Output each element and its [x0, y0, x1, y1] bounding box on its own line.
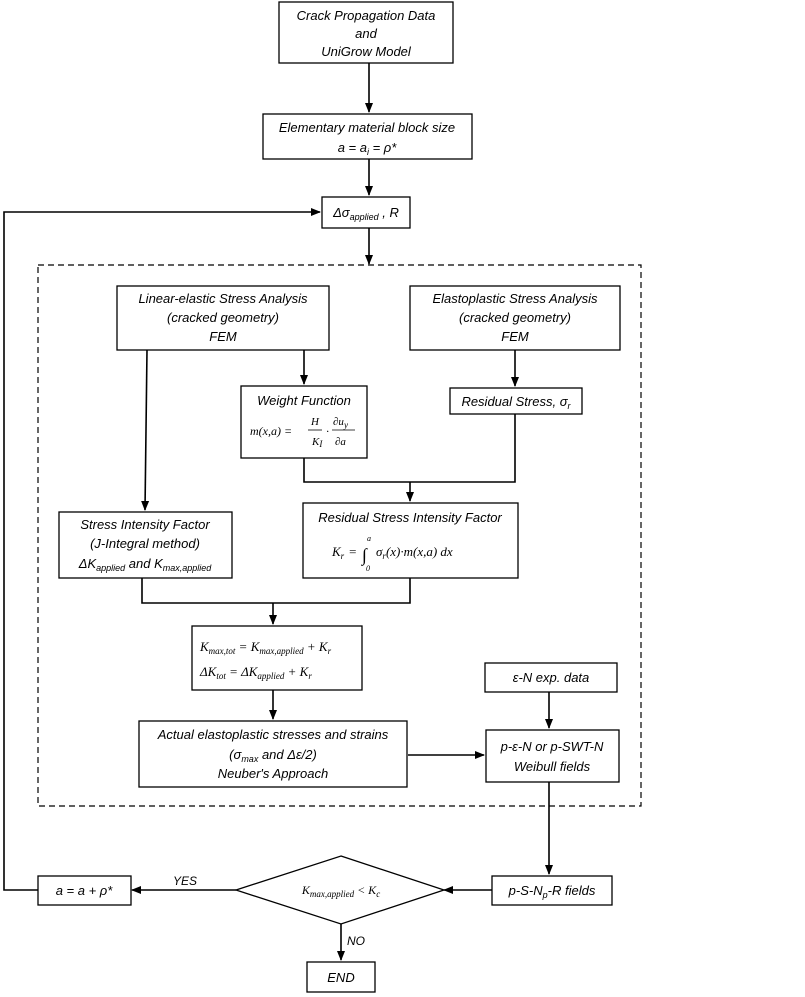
svg-text:∂uy: ∂uy	[333, 416, 348, 430]
edge-update-loop-back	[3, 208, 321, 891]
svg-text:Weight Function: Weight Function	[257, 393, 351, 408]
svg-text:Residual Stress Intensity Fact: Residual Stress Intensity Factor	[318, 510, 502, 525]
svg-text:Weibull fields: Weibull fields	[514, 759, 591, 774]
svg-text:Elementary material block size: Elementary material block size	[279, 120, 455, 135]
node-k-total: Kmax,tot = Kmax,applied + Kr ΔKtot = ΔKa…	[191, 625, 363, 691]
svg-text:Kmax,tot = Kmax,applied + Kr: Kmax,tot = Kmax,applied + Kr	[199, 639, 332, 656]
svg-text:p-ε-N or p-SWT-N: p-ε-N or p-SWT-N	[500, 739, 604, 754]
svg-text:a = a + ρ*: a = a + ρ*	[56, 883, 114, 898]
svg-text:p-S-Np-R fields: p-S-Np-R fields	[508, 883, 596, 900]
svg-text:(cracked geometry): (cracked geometry)	[167, 310, 279, 325]
svg-text:FEM: FEM	[209, 329, 237, 344]
svg-text:(σmax and Δε/2): (σmax and Δε/2)	[229, 747, 317, 764]
svg-text:H: H	[310, 416, 320, 428]
svg-text:Linear-elastic Stress Analysis: Linear-elastic Stress Analysis	[138, 291, 308, 306]
edge-residual-to-join	[410, 414, 516, 483]
svg-text:Residual Stress, σr: Residual Stress, σr	[461, 394, 571, 411]
svg-text:·: ·	[326, 424, 329, 438]
node-linear-elastic-analysis: Linear-elastic Stress Analysis (cracked …	[116, 285, 330, 351]
node-elementary-block-size: Elementary material block size a = ai = …	[262, 113, 473, 160]
svg-text:KI: KI	[311, 436, 323, 449]
svg-text:(cracked geometry): (cracked geometry)	[459, 310, 571, 325]
svg-text:m(x,a) =: m(x,a) =	[250, 424, 292, 438]
edge-sif-join	[141, 578, 411, 604]
edge-label-yes: YES	[173, 874, 197, 888]
svg-text:Elastoplastic Stress Analysis: Elastoplastic Stress Analysis	[433, 291, 598, 306]
node-applied-stress: Δσapplied , R	[321, 196, 411, 229]
node-end: END	[306, 961, 376, 993]
svg-text:Kmax,applied < Kc: Kmax,applied < Kc	[301, 883, 380, 899]
node-weight-function: Weight Function m(x,a) = H KI · ∂uy ∂a	[240, 385, 368, 459]
svg-text:∂a: ∂a	[335, 436, 346, 448]
svg-text:(J-Integral method): (J-Integral method)	[90, 536, 200, 551]
edges	[3, 63, 553, 961]
node-elastoplastic-analysis: Elastoplastic Stress Analysis (cracked g…	[409, 285, 621, 351]
node-residual-stress: Residual Stress, σr	[449, 387, 583, 415]
svg-text:Δσapplied , R: Δσapplied , R	[332, 205, 399, 222]
svg-text:Crack Propagation Data: Crack Propagation Data	[297, 8, 436, 23]
svg-text:σr(x)·m(x,a) dx: σr(x)·m(x,a) dx	[376, 544, 453, 561]
svg-text:Actual elastoplastic stresses: Actual elastoplastic stresses and strain…	[157, 727, 389, 742]
svg-text:ΔKapplied and Kmax,applied: ΔKapplied and Kmax,applied	[78, 556, 213, 573]
svg-text:0: 0	[366, 564, 370, 573]
svg-text:Stress Intensity Factor: Stress Intensity Factor	[80, 517, 210, 532]
node-residual-stress-intensity-factor: Residual Stress Intensity Factor Kr= a ∫…	[302, 502, 519, 579]
node-decision-kmax: Kmax,applied < Kc	[233, 855, 447, 925]
edge-linear-to-sif	[141, 349, 150, 511]
svg-text:FEM: FEM	[501, 329, 529, 344]
svg-text:ε-N exp. data: ε-N exp. data	[513, 670, 590, 685]
svg-text:a: a	[367, 534, 371, 543]
edge-label-no: NO	[347, 934, 365, 948]
node-crack-update: a = a + ρ*	[37, 875, 132, 906]
analysis-loop-boundary	[37, 264, 642, 807]
svg-text:END: END	[327, 970, 354, 985]
edge-weight-to-join	[303, 458, 410, 483]
svg-text:Neuber's Approach: Neuber's Approach	[218, 766, 328, 781]
svg-text:∫: ∫	[361, 545, 368, 566]
svg-text:Kr=: Kr=	[331, 544, 357, 561]
node-stress-intensity-factor: Stress Intensity Factor (J-Integral meth…	[58, 511, 233, 579]
svg-text:and: and	[355, 26, 377, 41]
node-psn-fields: p-S-Np-R fields	[491, 875, 613, 906]
svg-text:UniGrow Model: UniGrow Model	[321, 44, 412, 59]
node-crack-propagation-data: Crack Propagation Data and UniGrow Model	[278, 1, 454, 64]
node-actual-elastoplastic: Actual elastoplastic stresses and strain…	[138, 720, 408, 788]
svg-text:a = ai = ρ*: a = ai = ρ*	[338, 140, 398, 157]
svg-text:ΔKtot = ΔKapplied + Kr: ΔKtot = ΔKapplied + Kr	[199, 664, 312, 681]
node-weibull-fields: p-ε-N or p-SWT-N Weibull fields	[485, 729, 620, 783]
node-en-exp-data: ε-N exp. data	[484, 662, 618, 693]
